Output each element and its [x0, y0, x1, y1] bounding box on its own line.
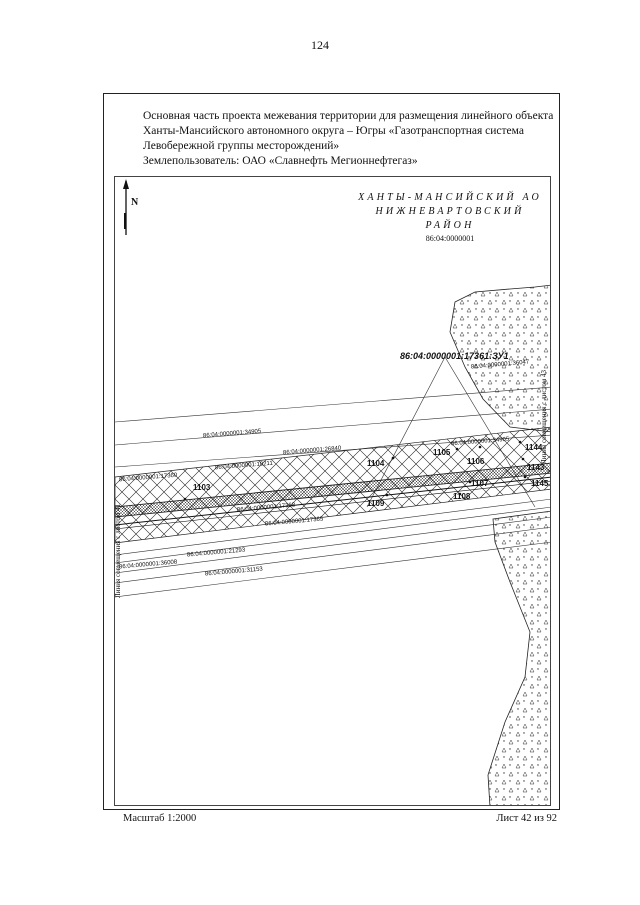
- highlight-parcel-label[interactable]: 86:04:0000001:17361:ЗУ1: [400, 351, 509, 361]
- boundary-point-label: 1108: [453, 492, 471, 501]
- scale-label: Масштаб 1:2000: [123, 813, 197, 824]
- header-line-1: Основная часть проекта межевания террито…: [143, 110, 554, 122]
- boundary-point-markers: [183, 440, 527, 501]
- boundary-point-label: 1143: [527, 463, 545, 472]
- region-line-2: НИЖНЕВАРТОВСКИЙ РАЙОН: [375, 206, 525, 231]
- region-title: ХАНТЫ-МАНСИЙСКИЙ АО НИЖНЕВАРТОВСКИЙ РАЙО…: [350, 191, 550, 244]
- side-label-left: Линия совмещения с листом 41: [114, 504, 122, 598]
- boundary-point-label: 1109: [367, 499, 385, 508]
- header-line-3: Левобережной группы месторождений»: [143, 140, 340, 152]
- boundary-point-label: 1105: [433, 448, 451, 457]
- north-arrow-icon: [123, 179, 129, 235]
- boundary-point-label: 1103: [193, 483, 211, 492]
- header-line-2: Ханты-Мансийского автономного округа – Ю…: [143, 125, 524, 137]
- header-line-4: Землепользователь: ОАО «Славнефть Мегион…: [143, 155, 418, 167]
- sheet-number-label: Лист 42 из 92: [496, 813, 557, 824]
- page-number: 124: [311, 38, 329, 52]
- region-line-1: ХАНТЫ-МАНСИЙСКИЙ АО: [358, 192, 542, 203]
- side-label-right: Линия совмещения с листом 43: [540, 370, 548, 464]
- sheet-header: Основная часть проекта межевания террито…: [143, 109, 553, 169]
- forest-area-top: [449, 284, 550, 433]
- pipeline-band: [115, 462, 550, 518]
- north-label: N: [131, 197, 139, 208]
- forest-area-bottom: [487, 510, 550, 805]
- map-area[interactable]: N ХАНТЫ-МАНСИЙСКИЙ АО НИЖНЕВАРТОВСКИЙ РА…: [114, 176, 551, 806]
- region-cadastral-number: 86:04:0000001: [425, 234, 475, 243]
- boundary-point-label: 1144: [525, 443, 543, 452]
- boundary-point-label: 1107: [471, 479, 489, 488]
- boundary-point-label: 1145: [531, 479, 549, 488]
- boundary-point-label: 1106: [467, 457, 485, 466]
- sheet-frame: Основная часть проекта межевания террито…: [103, 93, 560, 810]
- boundary-point-label: 1104: [367, 459, 385, 468]
- map-drawing: [115, 179, 550, 805]
